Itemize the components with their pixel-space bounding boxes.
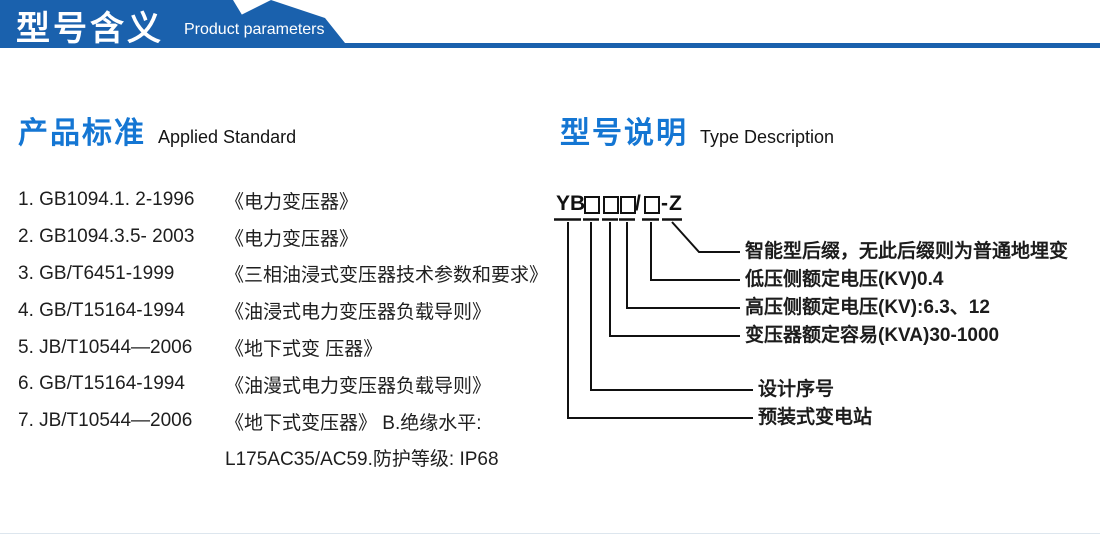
- standard-desc: 《电力变压器》: [225, 191, 359, 213]
- standard-code: 3. GB/T6451-1999: [18, 262, 175, 284]
- model-label: 高压侧额定电压(KV):6.3、12: [745, 297, 990, 318]
- model-code-suffix: Z: [669, 192, 682, 215]
- standard-item: 5. JB/T10544—2006 《地下式变 压器》: [18, 329, 548, 366]
- code-box: [620, 196, 636, 214]
- header-banner: 型号含义 Product parameters: [0, 0, 1100, 50]
- model-code-dash: -: [661, 192, 668, 215]
- code-box: [644, 196, 660, 214]
- standard-item-continuation: L175AC35/AC59.防护等级: IP68: [18, 440, 548, 477]
- standard-desc: 《电力变压器》: [225, 228, 359, 250]
- connector-line: [590, 222, 753, 391]
- standard-desc: 《油浸式电力变压器负载导则》: [225, 302, 492, 324]
- standard-desc: 《地下式变 压器》: [225, 339, 383, 361]
- standards-heading-zh: 产品标准: [18, 117, 146, 150]
- standard-code: 4. GB/T15164-1994: [18, 299, 185, 321]
- standard-item: 6. GB/T15164-1994 《油漫式电力变压器负载导则》: [18, 366, 548, 403]
- standard-item: 7. JB/T10544—2006 《地下式变压器》 B.绝缘水平:: [18, 403, 548, 440]
- standard-item: 3. GB/T6451-1999 《三相油浸式变压器技术参数和要求》: [18, 256, 548, 293]
- model-label: 预装式变电站: [758, 407, 873, 428]
- standard-code: 5. JB/T10544—2006: [18, 336, 193, 358]
- banner-bottom-strip: [0, 43, 1100, 48]
- standard-desc: 《地下式变压器》 B.绝缘水平:: [225, 412, 482, 434]
- standard-code: 6. GB/T15164-1994: [18, 373, 185, 395]
- model-heading-zh: 型号说明: [560, 117, 688, 150]
- standard-item: 2. GB1094.3.5- 2003 《电力变压器》: [18, 219, 548, 256]
- connector-line: [609, 222, 740, 337]
- model-label: 低压侧额定电压(KV)0.4: [745, 269, 944, 290]
- model-diagram: YB / - Z 智能型后缀，无此后缀则为普通地埋变 低压侧额定电压(KV)0.…: [550, 185, 1100, 450]
- standard-desc: 《三相油浸式变压器技术参数和要求》: [225, 265, 549, 287]
- model-code-prefix: YB: [556, 192, 586, 215]
- standard-desc: L175AC35/AC59.防护等级: IP68: [225, 449, 499, 471]
- diagram-lines: [554, 218, 753, 419]
- standard-code: 7. JB/T10544—2006: [18, 410, 193, 432]
- standard-code: 1. GB1094.1. 2-1996: [18, 189, 195, 211]
- standards-list: 1. GB1094.1. 2-1996 《电力变压器》 2. GB1094.3.5…: [18, 182, 548, 476]
- standards-heading-en: Applied Standard: [158, 127, 297, 147]
- page-title: 型号含义: [16, 10, 164, 48]
- connector-line: [671, 221, 740, 253]
- model-label: 智能型后缀，无此后缀则为普通地埋变: [745, 241, 1069, 262]
- model-heading: 型号说明 Type Description: [560, 108, 834, 152]
- model-code-slash: /: [635, 192, 641, 215]
- standard-item: 1. GB1094.1. 2-1996 《电力变压器》: [18, 182, 548, 219]
- standard-desc: 《油漫式电力变压器负载导则》: [225, 375, 492, 397]
- standards-heading: 产品标准 Applied Standard: [18, 108, 296, 152]
- code-box: [603, 196, 619, 214]
- connector-lines: [567, 221, 753, 419]
- model-label: 设计序号: [758, 379, 835, 400]
- standard-item: 4. GB/T15164-1994 《油浸式电力变压器负载导则》: [18, 292, 548, 329]
- banner-title-block: [0, 0, 262, 48]
- connector-line: [650, 222, 740, 281]
- model-label: 变压器额定容易(KVA)30-1000: [745, 325, 1000, 346]
- banner-shape: [0, 0, 1100, 48]
- code-box: [584, 196, 600, 214]
- standard-code: 2. GB1094.3.5- 2003: [18, 226, 195, 248]
- page-subtitle: Product parameters: [184, 21, 325, 38]
- connector-line: [567, 222, 753, 419]
- model-heading-en: Type Description: [700, 127, 835, 147]
- connector-line: [626, 222, 740, 309]
